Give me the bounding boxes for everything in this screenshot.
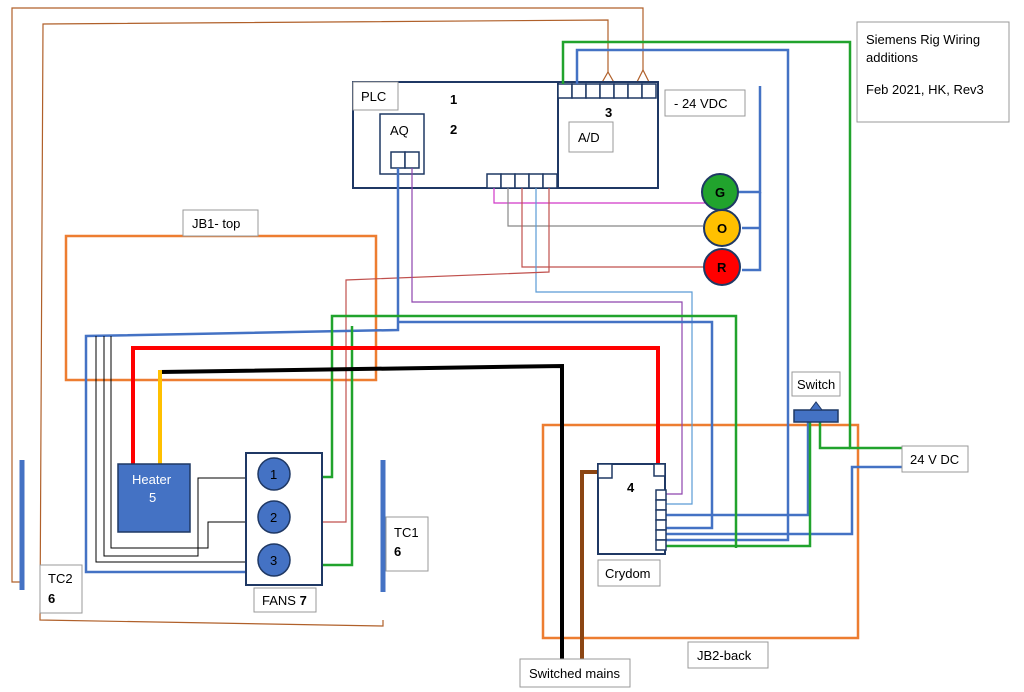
fan-3-label: 3 <box>270 553 277 568</box>
tc2-thermocouple-wire <box>11 7 644 583</box>
plc-bottom-terminals <box>486 173 558 189</box>
tc1-number: 6 <box>394 544 401 559</box>
switch-green-wire <box>818 422 850 450</box>
supply-pos-label: 24 V DC <box>910 452 959 467</box>
plc-to-crydom-pink-thin <box>288 188 550 523</box>
crydom-relay <box>597 463 666 555</box>
lamp-red <box>703 248 741 286</box>
fan-1 <box>257 457 291 491</box>
title-line-2: additions <box>866 50 919 65</box>
aq-to-crydom-purple <box>411 168 683 495</box>
switch-label-box <box>791 371 841 397</box>
tc1-thermocouple-wire <box>39 19 609 627</box>
title-line-1: Siemens Rig Wiring <box>866 32 980 47</box>
lamp-r-signal-wire <box>521 188 703 268</box>
heater-black-wire <box>159 363 564 660</box>
heater-thin-wire-1 <box>95 336 246 563</box>
fans-green-wire <box>288 314 738 548</box>
lamp-red-label: R <box>717 260 727 275</box>
fan-2 <box>257 500 291 534</box>
crydom-label-box <box>597 559 661 587</box>
switch-body <box>793 409 839 423</box>
tc1-label-box <box>385 516 429 572</box>
jb1-label-box <box>182 209 259 237</box>
heater-label: Heater <box>132 472 172 487</box>
supply-neg-label: - 24 VDC <box>674 96 727 111</box>
mains-label-box <box>519 658 631 688</box>
crydom-number: 4 <box>627 480 635 495</box>
fan-2-label: 2 <box>270 510 277 525</box>
crydom-green-wire <box>664 422 812 548</box>
aq-blue-output <box>84 168 400 574</box>
blue-to-crydom-bottom <box>398 320 714 530</box>
aq-terminal-1 <box>390 151 406 169</box>
supply-blue-wire <box>664 465 902 536</box>
switch-label: Switch <box>797 377 835 392</box>
heater-thin-wire-2 <box>103 336 262 557</box>
jb2-label-box <box>687 641 769 669</box>
tc1-label: TC1 <box>394 525 419 540</box>
mains-label: Switched mains <box>529 666 621 681</box>
crydom-label: Crydom <box>605 566 651 581</box>
supply-neg-box <box>664 89 746 117</box>
ad-blue-lead <box>575 48 790 542</box>
aq-label: AQ <box>390 123 409 138</box>
tc2-label: TC2 <box>48 571 73 586</box>
title-line-3: Feb 2021, HK, Rev3 <box>866 82 984 97</box>
jb1-junction-box <box>64 234 378 382</box>
fan-1-label: 1 <box>270 467 277 482</box>
heater-red-wire <box>131 346 660 466</box>
lamp-o-signal-wire <box>507 188 703 227</box>
lamp-orange-label: O <box>717 221 727 236</box>
title-box <box>856 21 1010 123</box>
plc-label: PLC <box>361 89 386 104</box>
jb1-label: JB1- top <box>192 216 240 231</box>
switch-toggle <box>809 401 823 411</box>
lamp-green-label: G <box>715 185 725 200</box>
heater-element <box>117 463 191 533</box>
ad-label: A/D <box>578 130 600 145</box>
aq-terminal-2 <box>404 151 420 169</box>
fan-3 <box>257 543 291 577</box>
fans-label-box <box>253 587 317 613</box>
ad-green-lead <box>561 40 902 450</box>
ad-top-terminals <box>557 83 657 99</box>
fans-label: FANS 7 <box>262 593 307 608</box>
heater-thin-wire-3 <box>110 336 262 549</box>
crydom-terminals <box>597 463 667 551</box>
plc-number-1: 1 <box>450 92 457 107</box>
plc-label-box <box>352 81 399 111</box>
tc2-terminal-fork <box>634 68 652 87</box>
ad-number: 3 <box>605 105 612 120</box>
supply-pos-box <box>901 445 969 473</box>
jb2-junction-box <box>541 423 860 640</box>
switch-blue-wire <box>664 422 810 517</box>
ad-label-box <box>568 121 614 153</box>
plc-number-2: 2 <box>450 122 457 137</box>
jb2-label: JB2-back <box>697 648 752 663</box>
plc-to-crydom-blue-thin <box>535 188 693 505</box>
lamp-orange <box>703 209 741 247</box>
tc2-number: 6 <box>48 591 55 606</box>
lamp-r-common <box>742 192 762 272</box>
heater-number: 5 <box>149 490 156 505</box>
tc2-label-box <box>39 564 83 614</box>
lamp-g-signal-wire <box>493 188 705 204</box>
